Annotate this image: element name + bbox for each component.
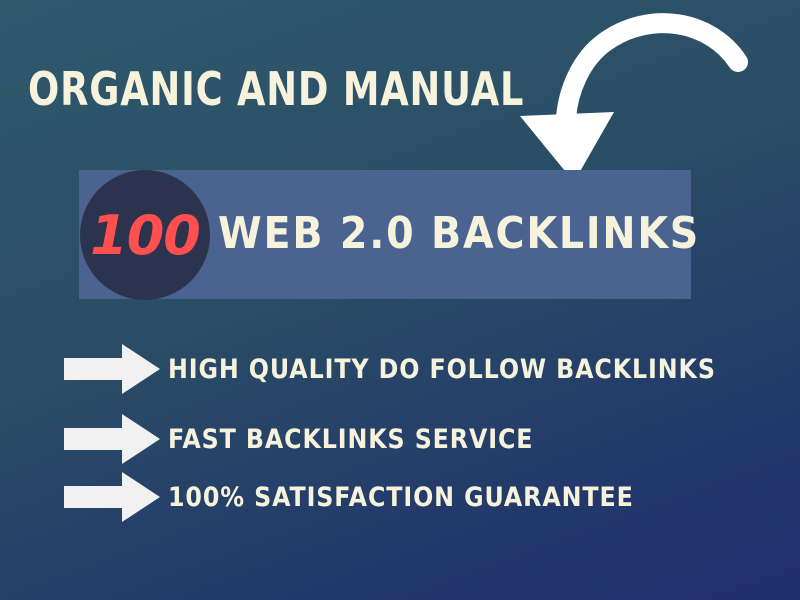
bullet-label: 100% SATISFACTION GUARANTEE	[168, 481, 634, 513]
right-arrow-icon	[64, 472, 160, 522]
curved-arrow-icon	[520, 13, 748, 182]
headline: ORGANIC AND MANUAL	[28, 62, 525, 116]
bullet-item: 100% SATISFACTION GUARANTEE	[64, 472, 697, 522]
bullet-label: FAST BACKLINKS SERVICE	[168, 423, 534, 455]
bullet-item: FAST BACKLINKS SERVICE	[64, 414, 583, 464]
number-badge: 100	[80, 170, 210, 300]
banner-title: WEB 2.0 BACKLINKS	[218, 208, 701, 259]
badge-number: 100	[90, 203, 201, 267]
bullet-item: HIGH QUALITY DO FOLLOW BACKLINKS	[64, 344, 791, 394]
right-arrow-icon	[64, 344, 160, 394]
right-arrow-icon	[64, 414, 160, 464]
bullet-label: HIGH QUALITY DO FOLLOW BACKLINKS	[168, 353, 716, 385]
